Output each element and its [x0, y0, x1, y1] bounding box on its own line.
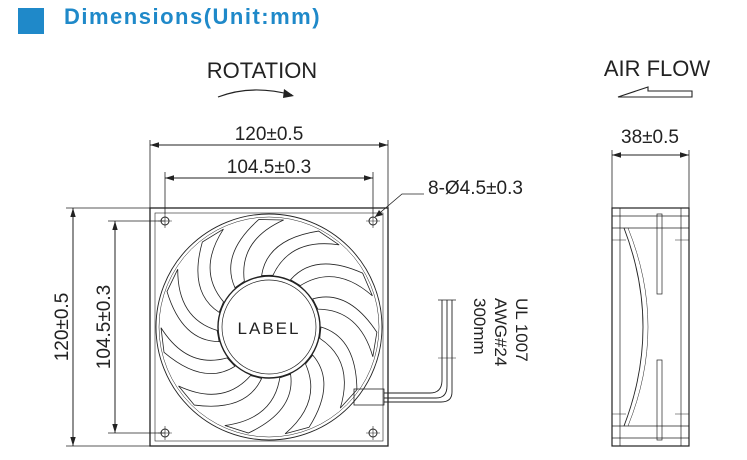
dim-height-outer: 120±0.5 [52, 293, 73, 362]
wire-spec-line-1: UL 1007 [512, 298, 531, 362]
fan-blade [166, 269, 220, 343]
fan-venturi [155, 213, 383, 441]
hole-spec: 8-Ø4.5±0.3 [428, 178, 523, 199]
wire-spec-line-2: AWG#24 [491, 298, 510, 366]
dim-width-inner: 104.5±0.3 [227, 157, 311, 178]
fan-blade [224, 373, 292, 434]
page-title: Dimensions(Unit:mm) [64, 4, 322, 29]
rotation-arrow-icon [217, 89, 294, 98]
page-header: Dimensions(Unit:mm) [0, 0, 747, 40]
fan-blade [312, 296, 378, 357]
fan-hub [217, 275, 321, 379]
thickness-dimension: 38±0.5 [611, 127, 690, 208]
title-square-icon [18, 8, 44, 34]
fan-blade [160, 327, 236, 374]
dim-thickness: 38±0.5 [621, 127, 679, 148]
dim-width-outer: 120±0.5 [235, 124, 304, 145]
rotation-label: ROTATION [207, 58, 317, 83]
height-dimensions: 120±0.5 104.5±0.3 [52, 207, 165, 447]
fan-front-view: LABEL [149, 207, 456, 447]
fan-blade [284, 354, 325, 435]
airflow-arrow-icon [617, 86, 693, 98]
fan-blade [230, 219, 284, 289]
wire-spec: UL 1007 AWG#24 300mm [470, 298, 531, 366]
fan-side-view [611, 207, 690, 447]
fan-frame [149, 207, 389, 447]
width-dimensions: 120±0.5 104.5±0.3 [149, 124, 389, 214]
fan-blade [289, 263, 373, 297]
fan-blade [261, 230, 340, 276]
fan-blade [197, 228, 224, 313]
fan-blade [178, 375, 263, 407]
hole-spec-callout: 8-Ø4.5±0.3 [374, 178, 523, 218]
fan-blade [319, 326, 358, 409]
wire-spec-line-3: 300mm [470, 298, 489, 355]
wire-lead [353, 299, 456, 406]
fan-blades [160, 219, 378, 435]
hub-label: LABEL [238, 319, 301, 338]
dim-height-inner: 104.5±0.3 [94, 285, 115, 369]
airflow-label: AIR FLOW [604, 56, 711, 81]
